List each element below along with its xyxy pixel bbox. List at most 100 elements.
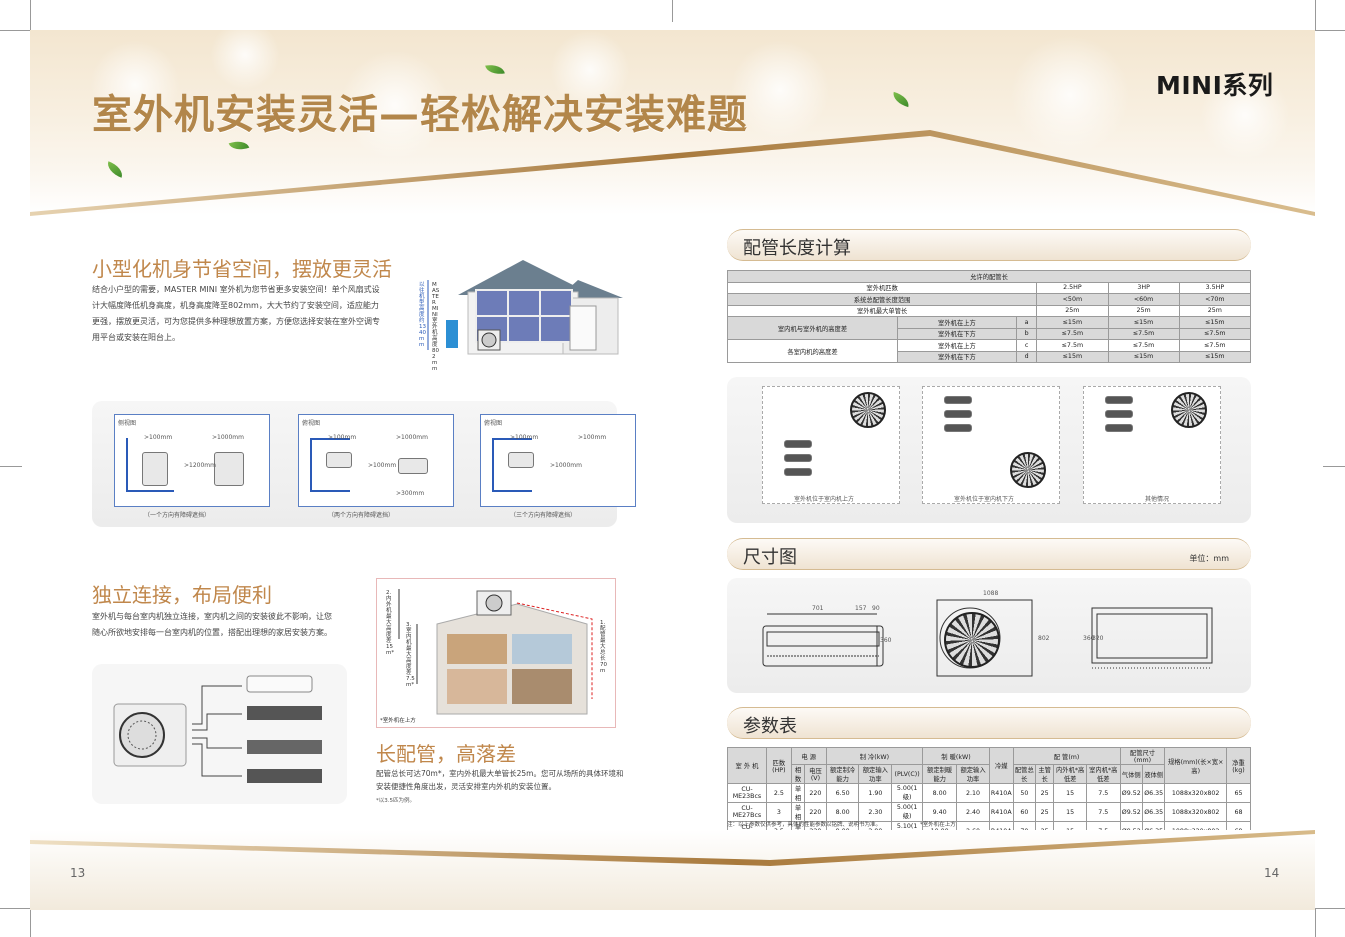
clearance-label: >100mm <box>578 434 607 441</box>
table-cell: <60m <box>1107 293 1180 306</box>
indoor-unit-icon <box>944 424 972 432</box>
params-note2: *室外机在上方 <box>920 822 956 828</box>
dimension-label: 802 <box>1038 635 1050 642</box>
crop-mark <box>1315 30 1345 31</box>
dimension-label: 90 <box>872 605 880 612</box>
old-height-label: 以往机型高度约1340mm <box>419 282 426 348</box>
piping-diagram-caption: 其他情况 <box>1145 496 1170 503</box>
table-cell: 室内机*高低差 <box>1086 764 1121 784</box>
clearance-label: >100mm <box>328 434 357 441</box>
piping-band: 配管长度计算 <box>727 229 1251 261</box>
clearance-label: >1000mm <box>550 462 582 469</box>
total-length-label: 1.配管最大总长 70m <box>600 620 607 674</box>
dimension-label: 157 <box>855 605 867 612</box>
table-cell: ≤15m <box>1178 350 1252 363</box>
table-cell: ≤15m <box>1178 316 1252 329</box>
table-cell: 规格(mm)(长×宽×高) <box>1164 747 1227 784</box>
params-title: 参数表 <box>743 716 797 737</box>
clearance-diagram <box>480 414 636 507</box>
height-diff-label: 2.内外机最大高度差 15m* <box>386 590 395 656</box>
wall-outline <box>310 438 350 492</box>
header-banner <box>30 20 1315 215</box>
table-cell: ≤15m <box>1036 350 1109 363</box>
table-cell: 电 源 <box>790 747 827 765</box>
table-cell: 25m <box>1036 304 1109 317</box>
indoor-unit-icon <box>1105 410 1133 418</box>
piping-header: 允许的配管长 <box>727 270 1251 283</box>
clearance-view-label: 俯视图 <box>484 420 503 427</box>
table-cell: ≤7.5m <box>1107 327 1180 340</box>
table-row-label: 室外机最大单管长 <box>726 304 1038 317</box>
outdoor-unit <box>214 452 244 486</box>
outdoor-unit-icon <box>1171 392 1207 428</box>
table-cell: ≤7.5m <box>1178 339 1252 352</box>
clearance-label: >300mm <box>396 490 425 497</box>
table-cell: 气体侧 <box>1119 764 1143 784</box>
piping-diagram-caption: 室外机位于室内机上方 <box>794 496 855 503</box>
table-cell: 额定输入功率 <box>858 764 893 784</box>
table-cell: ≤7.5m <box>1107 339 1180 352</box>
table-cell: 配管尺寸(mm) <box>1119 747 1166 765</box>
section-title-independent: 独立连接，布局便利 <box>92 583 272 607</box>
table-cell: 25m <box>1107 304 1180 317</box>
outdoor-unit <box>508 452 534 468</box>
wall-outline <box>492 438 532 492</box>
col-3: 3HP <box>1107 281 1180 294</box>
series-logo: MINI系列 <box>1156 71 1274 100</box>
table-cell: 9.40 <box>922 802 958 822</box>
fan-icon <box>944 612 1000 668</box>
indoor-unit-icon <box>944 410 972 418</box>
connection-lines <box>113 675 322 783</box>
table-cell: ≤7.5m <box>1036 327 1109 340</box>
table-cell: <50m <box>1036 293 1109 306</box>
table-cell: 电压(V) <box>804 764 827 784</box>
table-cell: 额定制冷能力 <box>825 764 860 784</box>
table-cell: 净重(kg) <box>1225 747 1252 784</box>
clearance-label: >1000mm <box>396 434 428 441</box>
clearance-label: >100mm <box>144 434 173 441</box>
table-cell: b <box>1015 327 1038 340</box>
table-cell: d <box>1015 350 1038 363</box>
table-cell: ≤7.5m <box>1036 339 1109 352</box>
table-cell: 25m <box>1178 304 1252 317</box>
table-cell: 室外机在下方 <box>897 350 1017 363</box>
params-note: 注：以上参数仅供参考，具体的性能参数以铭牌、说明书为准。 <box>727 822 882 828</box>
table-cell: (PLV(C)) <box>891 764 924 784</box>
page-number-right: 14 <box>1264 866 1280 880</box>
house-illustration <box>427 260 623 355</box>
section-title-long-piping: 长配管，高落差 <box>376 742 516 766</box>
table-cell: ≤15m <box>1036 316 1109 329</box>
house-cutaway <box>376 578 616 728</box>
crop-mark <box>1323 466 1345 467</box>
table-cell: 室 外 机 <box>727 747 767 784</box>
crop-mark <box>30 0 31 30</box>
dims-unit: 单位：mm <box>1189 554 1229 563</box>
table-cell: 配 管(m) <box>1012 747 1121 765</box>
clearance-caption: （一个方向有障碍遮挡） <box>144 512 211 519</box>
indoor-unit-icon <box>1105 396 1133 404</box>
long-piping-note: *以3.5匹为例。 <box>376 798 415 804</box>
table-cell: 制 冷(kW) <box>825 747 924 765</box>
clearance-label: >1000mm <box>212 434 244 441</box>
table-cell: 冷媒 <box>988 747 1014 784</box>
col-25: 2.5HP <box>1036 281 1109 294</box>
piping-title: 配管长度计算 <box>743 238 851 259</box>
table-cell: 室外机在上方 <box>897 316 1017 329</box>
table-cell: ≤7.5m <box>1178 327 1252 340</box>
piping-diagram <box>922 386 1060 504</box>
outdoor-unit <box>142 452 168 486</box>
table-cell: 室外机在下方 <box>897 327 1017 340</box>
table-row-label: 系统总配管长度范围 <box>726 293 1038 306</box>
table-cell: CU-ME23Bcs <box>727 783 767 803</box>
outdoor-unit-icon <box>850 392 886 428</box>
table-cell: 制 暖(kW) <box>922 747 990 765</box>
outdoor-unit <box>326 452 352 468</box>
col-hp: 室外机匹数 <box>726 281 1038 294</box>
section-body-compact: 结合小户型的需要，MASTER MINI 室外机为您节省更多安装空间！单个风扇式… <box>92 285 380 342</box>
piping-diagram-caption: 室外机位于室内机下方 <box>954 496 1015 503</box>
table-cell: ≤15m <box>1107 316 1180 329</box>
